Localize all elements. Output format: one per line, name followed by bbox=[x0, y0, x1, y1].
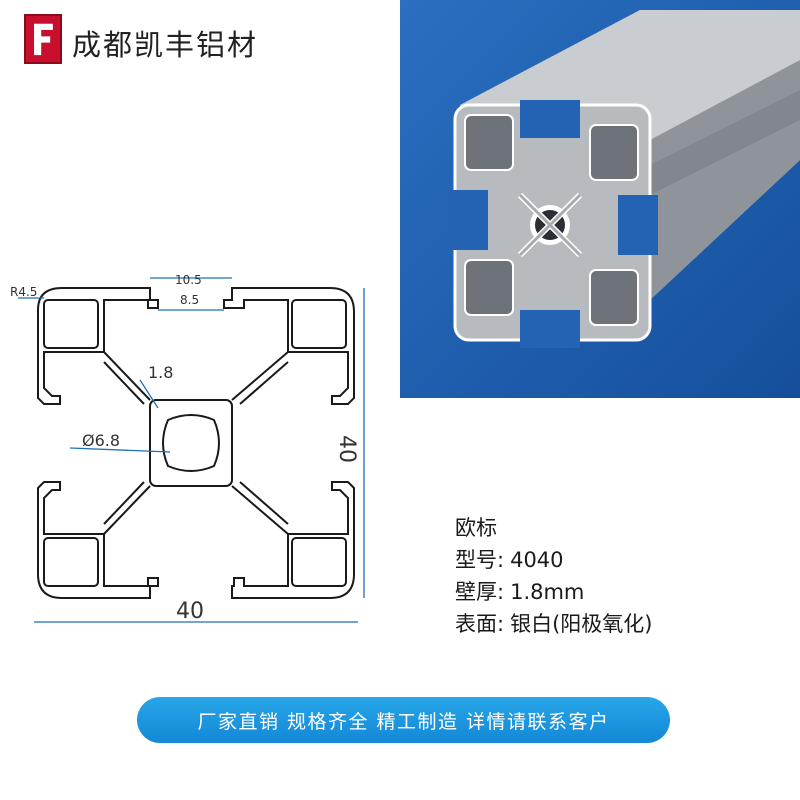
spec-model: 型号:4040 bbox=[455, 544, 652, 576]
center-hole-label: Ø6.8 bbox=[82, 431, 120, 450]
brand-logo bbox=[24, 14, 62, 64]
width-dimension-label: 40 bbox=[176, 599, 204, 624]
profile-drawing: R4.5 10.5 8.5 1.8 Ø6.8 40 40 bbox=[0, 270, 400, 640]
spec-wall-value: 1.8mm bbox=[510, 580, 585, 604]
spec-wall: 壁厚:1.8mm bbox=[455, 576, 652, 608]
spec-model-value: 4040 bbox=[510, 548, 564, 572]
spec-surface: 表面:银白(阳极氧化) bbox=[455, 608, 652, 640]
spec-wall-label: 壁厚: bbox=[455, 580, 505, 604]
corner-radius-label: R4.5 bbox=[10, 285, 37, 299]
spec-standard: 欧标 bbox=[455, 516, 497, 540]
spec-surface-label: 表面: bbox=[455, 612, 505, 636]
spec-list: 欧标 型号:4040 壁厚:1.8mm 表面:银白(阳极氧化) bbox=[455, 512, 652, 640]
slot-outer-label: 10.5 bbox=[175, 273, 202, 287]
wall-thickness-label: 1.8 bbox=[148, 363, 173, 382]
slot-inner-label: 8.5 bbox=[180, 293, 199, 307]
spec-model-label: 型号: bbox=[455, 548, 505, 572]
brand-name: 成都凯丰铝材 bbox=[72, 28, 259, 62]
spec-surface-value: 银白(阳极氧化) bbox=[510, 612, 653, 636]
profile-front-face bbox=[448, 100, 658, 348]
brand-logo-f-icon bbox=[26, 16, 60, 62]
promo-banner: 厂家直销 规格齐全 精工制造 详情请联系客户 bbox=[137, 697, 670, 743]
height-dimension-label: 40 bbox=[334, 435, 359, 463]
profile-photo bbox=[400, 0, 800, 398]
